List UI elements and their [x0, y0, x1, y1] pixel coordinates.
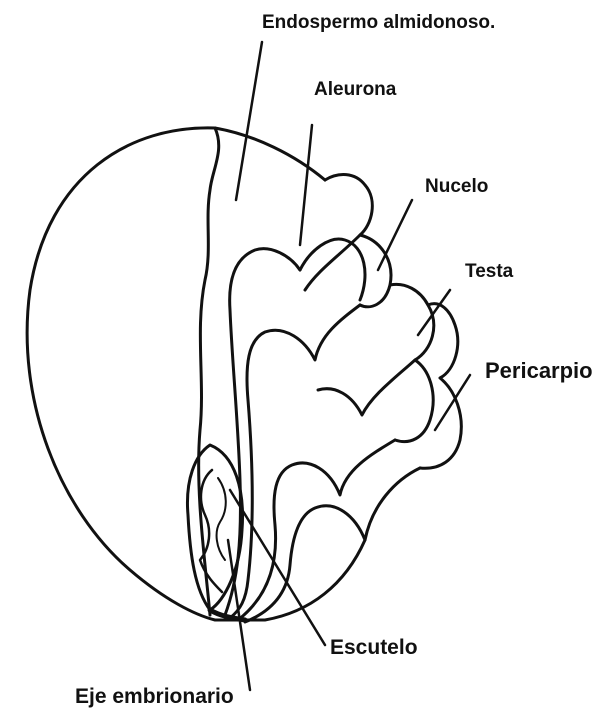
- fold-ridge-2: [318, 360, 415, 415]
- pericarpio-layer: [420, 304, 461, 469]
- seed-outline: [27, 128, 365, 620]
- label-testa: Testa: [465, 261, 514, 282]
- label-eje: Eje embrionario: [75, 685, 234, 708]
- label-nucelo: Nucelo: [425, 176, 488, 197]
- aleurona-lobe: [300, 239, 365, 300]
- leader-pericarpio: [435, 375, 470, 430]
- label-aleurona: Aleurona: [314, 79, 397, 100]
- leader-endospermo: [236, 42, 262, 200]
- embryo-axis-inner: [217, 478, 226, 560]
- nucelo-band: [230, 305, 360, 618]
- fold-ridge-1: [305, 235, 360, 290]
- label-pericarpio: Pericarpio: [485, 358, 593, 383]
- testa-band: [238, 440, 395, 620]
- label-escutelo: Escutelo: [330, 636, 418, 659]
- aleurona-layer: [225, 249, 300, 615]
- leader-nucelo: [378, 200, 412, 270]
- label-endospermo: Endospermo almidonoso.: [262, 12, 495, 33]
- leader-aleurona: [300, 125, 312, 245]
- pericarpio-band: [245, 468, 420, 622]
